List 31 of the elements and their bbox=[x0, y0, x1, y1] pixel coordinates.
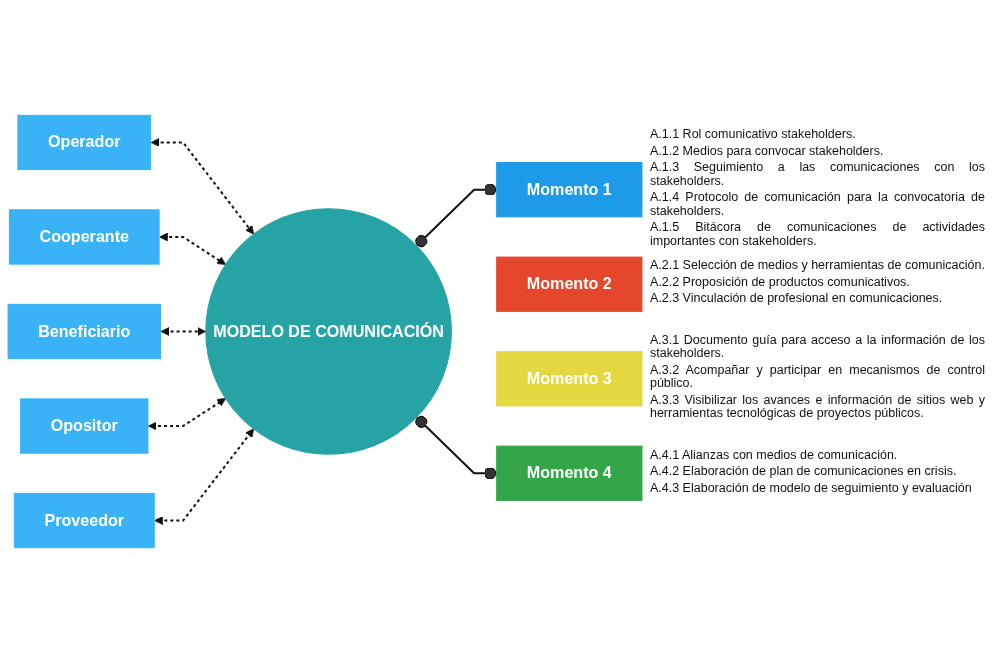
activity-text: A.1.4 Protocolo de comunicación para la convocatoria de stakeholders. bbox=[649, 191, 985, 219]
connector bbox=[415, 183, 497, 248]
activity-text: A.2.3 Vinculación de profesional en comunicaciones. bbox=[649, 292, 944, 306]
node-box: Cooperante bbox=[8, 209, 160, 265]
arrow bbox=[147, 398, 226, 431]
activity-text: A.4.3 Elaboración de modelo de seguimiento y evaluación bbox=[649, 481, 973, 496]
node-box: Momento 4 bbox=[496, 445, 643, 501]
node-box: Momento 2 bbox=[496, 256, 643, 312]
activity-text: A.3.2 Acompañar y participar en mecanismos de control público. bbox=[649, 363, 985, 391]
node-box: Beneficiario bbox=[7, 303, 161, 360]
activity-text: A.4.2 Elaboración de plan de comunicaciones en crisis. bbox=[649, 465, 958, 479]
node-circle: MODELO DE COMUNICACIÓN bbox=[205, 208, 452, 455]
activity-text: A.2.2 Proposición de productos comunicativos. bbox=[649, 276, 911, 290]
node-box: Opositor bbox=[20, 398, 149, 454]
arrow bbox=[154, 428, 255, 525]
node-box: Operador bbox=[17, 114, 152, 171]
node-box: Proveedor bbox=[13, 492, 155, 549]
connector bbox=[415, 415, 497, 480]
activity-text: A.2.1 Selección de medios y herramientas de comunicación. bbox=[649, 259, 985, 273]
node-box: Momento 3 bbox=[496, 351, 643, 407]
arrow bbox=[160, 327, 207, 336]
activity-text: A.1.3 Seguimiento a las comunicaciones con los stakeholders. bbox=[649, 161, 985, 189]
activity-text: A.1.2 Medios para convocar stakeholders. bbox=[649, 144, 885, 159]
arrow bbox=[159, 232, 226, 265]
arrow bbox=[150, 138, 255, 235]
node-box: Momento 1 bbox=[496, 162, 643, 218]
activity-text: A.1.5 Bitácora de comunicaciones de actividades importantes con stakeholders. bbox=[649, 221, 985, 249]
activity-text: A.3.1 Documento guía para acceso a la información de los stakeholders. bbox=[649, 333, 985, 361]
activity-text: A.4.1 Alianzas con medios de comunicación. bbox=[649, 448, 899, 463]
activity-text: A.3.3 Visibilizar los avances e información de sitios web y herramientas tecnológicas de proyectos públicos. bbox=[649, 393, 985, 421]
activity-text: A.1.1 Rol comunicativo stakeholders. bbox=[649, 128, 857, 142]
